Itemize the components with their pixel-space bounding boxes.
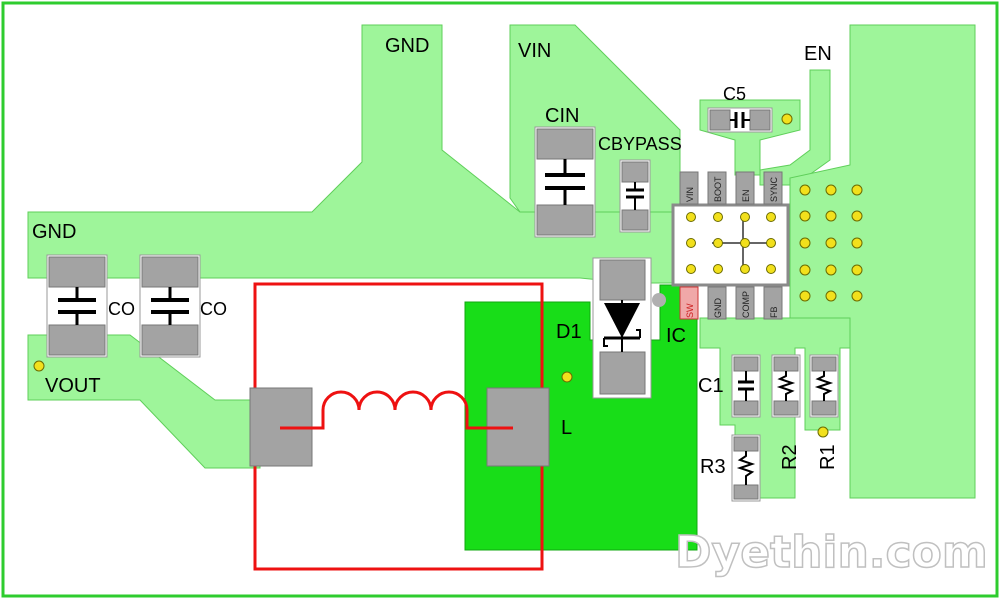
label-gnd-left: GND	[32, 221, 76, 243]
label-vout: VOUT	[45, 375, 101, 397]
label-ic: IC	[666, 325, 686, 347]
label-c1: C1	[698, 375, 724, 397]
capacitor-cbypass	[619, 159, 651, 233]
capacitor-cin	[534, 126, 596, 238]
label-cin: CIN	[545, 105, 579, 127]
label-cbypass: CBYPASS	[598, 134, 682, 154]
pin-label-sw: SW	[685, 303, 695, 318]
diode-d1	[592, 257, 666, 399]
capacitor-c5	[707, 107, 773, 133]
label-co-1: CO	[108, 299, 135, 319]
label-d1: D1	[556, 321, 582, 343]
pin-label-comp: COMP	[741, 291, 751, 318]
via-group	[33, 113, 863, 438]
pin-label-en: EN	[741, 189, 751, 202]
en-copper-trace	[759, 69, 831, 186]
pin-label-boot: BOOT	[713, 176, 723, 202]
pin-label-gnd: GND	[713, 298, 723, 319]
label-gnd-top: GND	[385, 35, 429, 57]
label-en: EN	[804, 43, 832, 65]
capacitor-co-2	[139, 254, 201, 358]
label-r3: R3	[700, 456, 726, 478]
capacitor-c1	[731, 354, 761, 418]
label-vin: VIN	[518, 40, 551, 62]
label-r1: R1	[817, 444, 839, 470]
label-co-2: CO	[200, 299, 227, 319]
resistor-r2	[771, 354, 801, 418]
resistor-r3	[731, 434, 761, 502]
capacitor-co-1	[46, 254, 108, 358]
watermark-text: Dyethin.com	[675, 527, 988, 578]
label-l: L	[561, 417, 572, 439]
pin-label-fb: FB	[769, 306, 779, 318]
resistor-r1	[809, 354, 839, 418]
label-r2: R2	[779, 444, 801, 470]
pin-label-vin: VIN	[685, 187, 695, 202]
pin-label-sync: SYNC	[769, 176, 779, 202]
inductor-coil-icon	[280, 390, 513, 430]
label-c5: C5	[723, 84, 746, 104]
